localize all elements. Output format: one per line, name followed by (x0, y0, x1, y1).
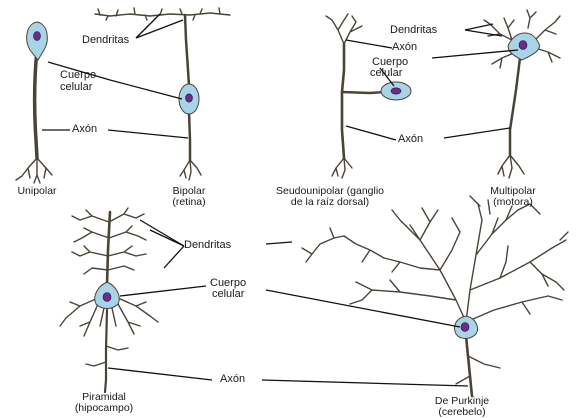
unipolar-nucleus (34, 32, 41, 41)
caption-bipolar: Bipolar (retina) (162, 186, 216, 208)
caption-piramidal: Piramidal (hipocampo) (64, 392, 144, 414)
purkinje-neuron (302, 196, 568, 396)
label-dendritas-bottom: Dendritas (184, 240, 231, 251)
label-cuerpo-left-2: celular (60, 82, 92, 93)
label-dendritas-top: Dendritas (82, 35, 129, 46)
caption-purkinje-line2: (cerebelo) (422, 407, 502, 418)
caption-bipolar-line2: (retina) (162, 197, 216, 208)
caption-multipolar-line2: (motora) (480, 197, 546, 208)
caption-piramidal-line2: (hipocampo) (64, 403, 144, 414)
caption-seudounipolar-line2: de la raíz dorsal) (250, 197, 410, 208)
label-cuerpo-bottom-2: celular (212, 289, 244, 300)
pseudounipolar-nucleus (391, 88, 401, 94)
bipolar-nucleus (186, 94, 193, 102)
unipolar-soma (27, 22, 48, 60)
label-cuerpo-left-1: Cuerpo (60, 70, 96, 81)
caption-seudounipolar: Seudounipolar (ganglio de la raíz dorsal… (250, 186, 410, 208)
caption-multipolar: Multipolar (motora) (480, 186, 546, 208)
multipolar-nucleus (519, 41, 527, 50)
label-axon-right: Axón (398, 134, 423, 145)
unipolar-neuron (16, 22, 52, 183)
pyramidal-nucleus (103, 293, 111, 302)
label-cuerpo-right-2: celular (370, 68, 402, 79)
pseudounipolar-neuron (326, 14, 411, 178)
caption-unipolar-line1: Unipolar (12, 186, 62, 197)
purkinje-nucleus (461, 323, 469, 332)
label-axon-center: Axón (72, 124, 97, 135)
label-axon-bottom: Axón (220, 374, 245, 385)
label-axon-top-right: Axón (392, 42, 417, 53)
label-dendritas-right: Dendritas (390, 25, 437, 36)
pyramidal-neuron (60, 208, 158, 392)
caption-purkinje: De Purkinje (cerebelo) (422, 396, 502, 418)
caption-unipolar: Unipolar (12, 186, 62, 197)
